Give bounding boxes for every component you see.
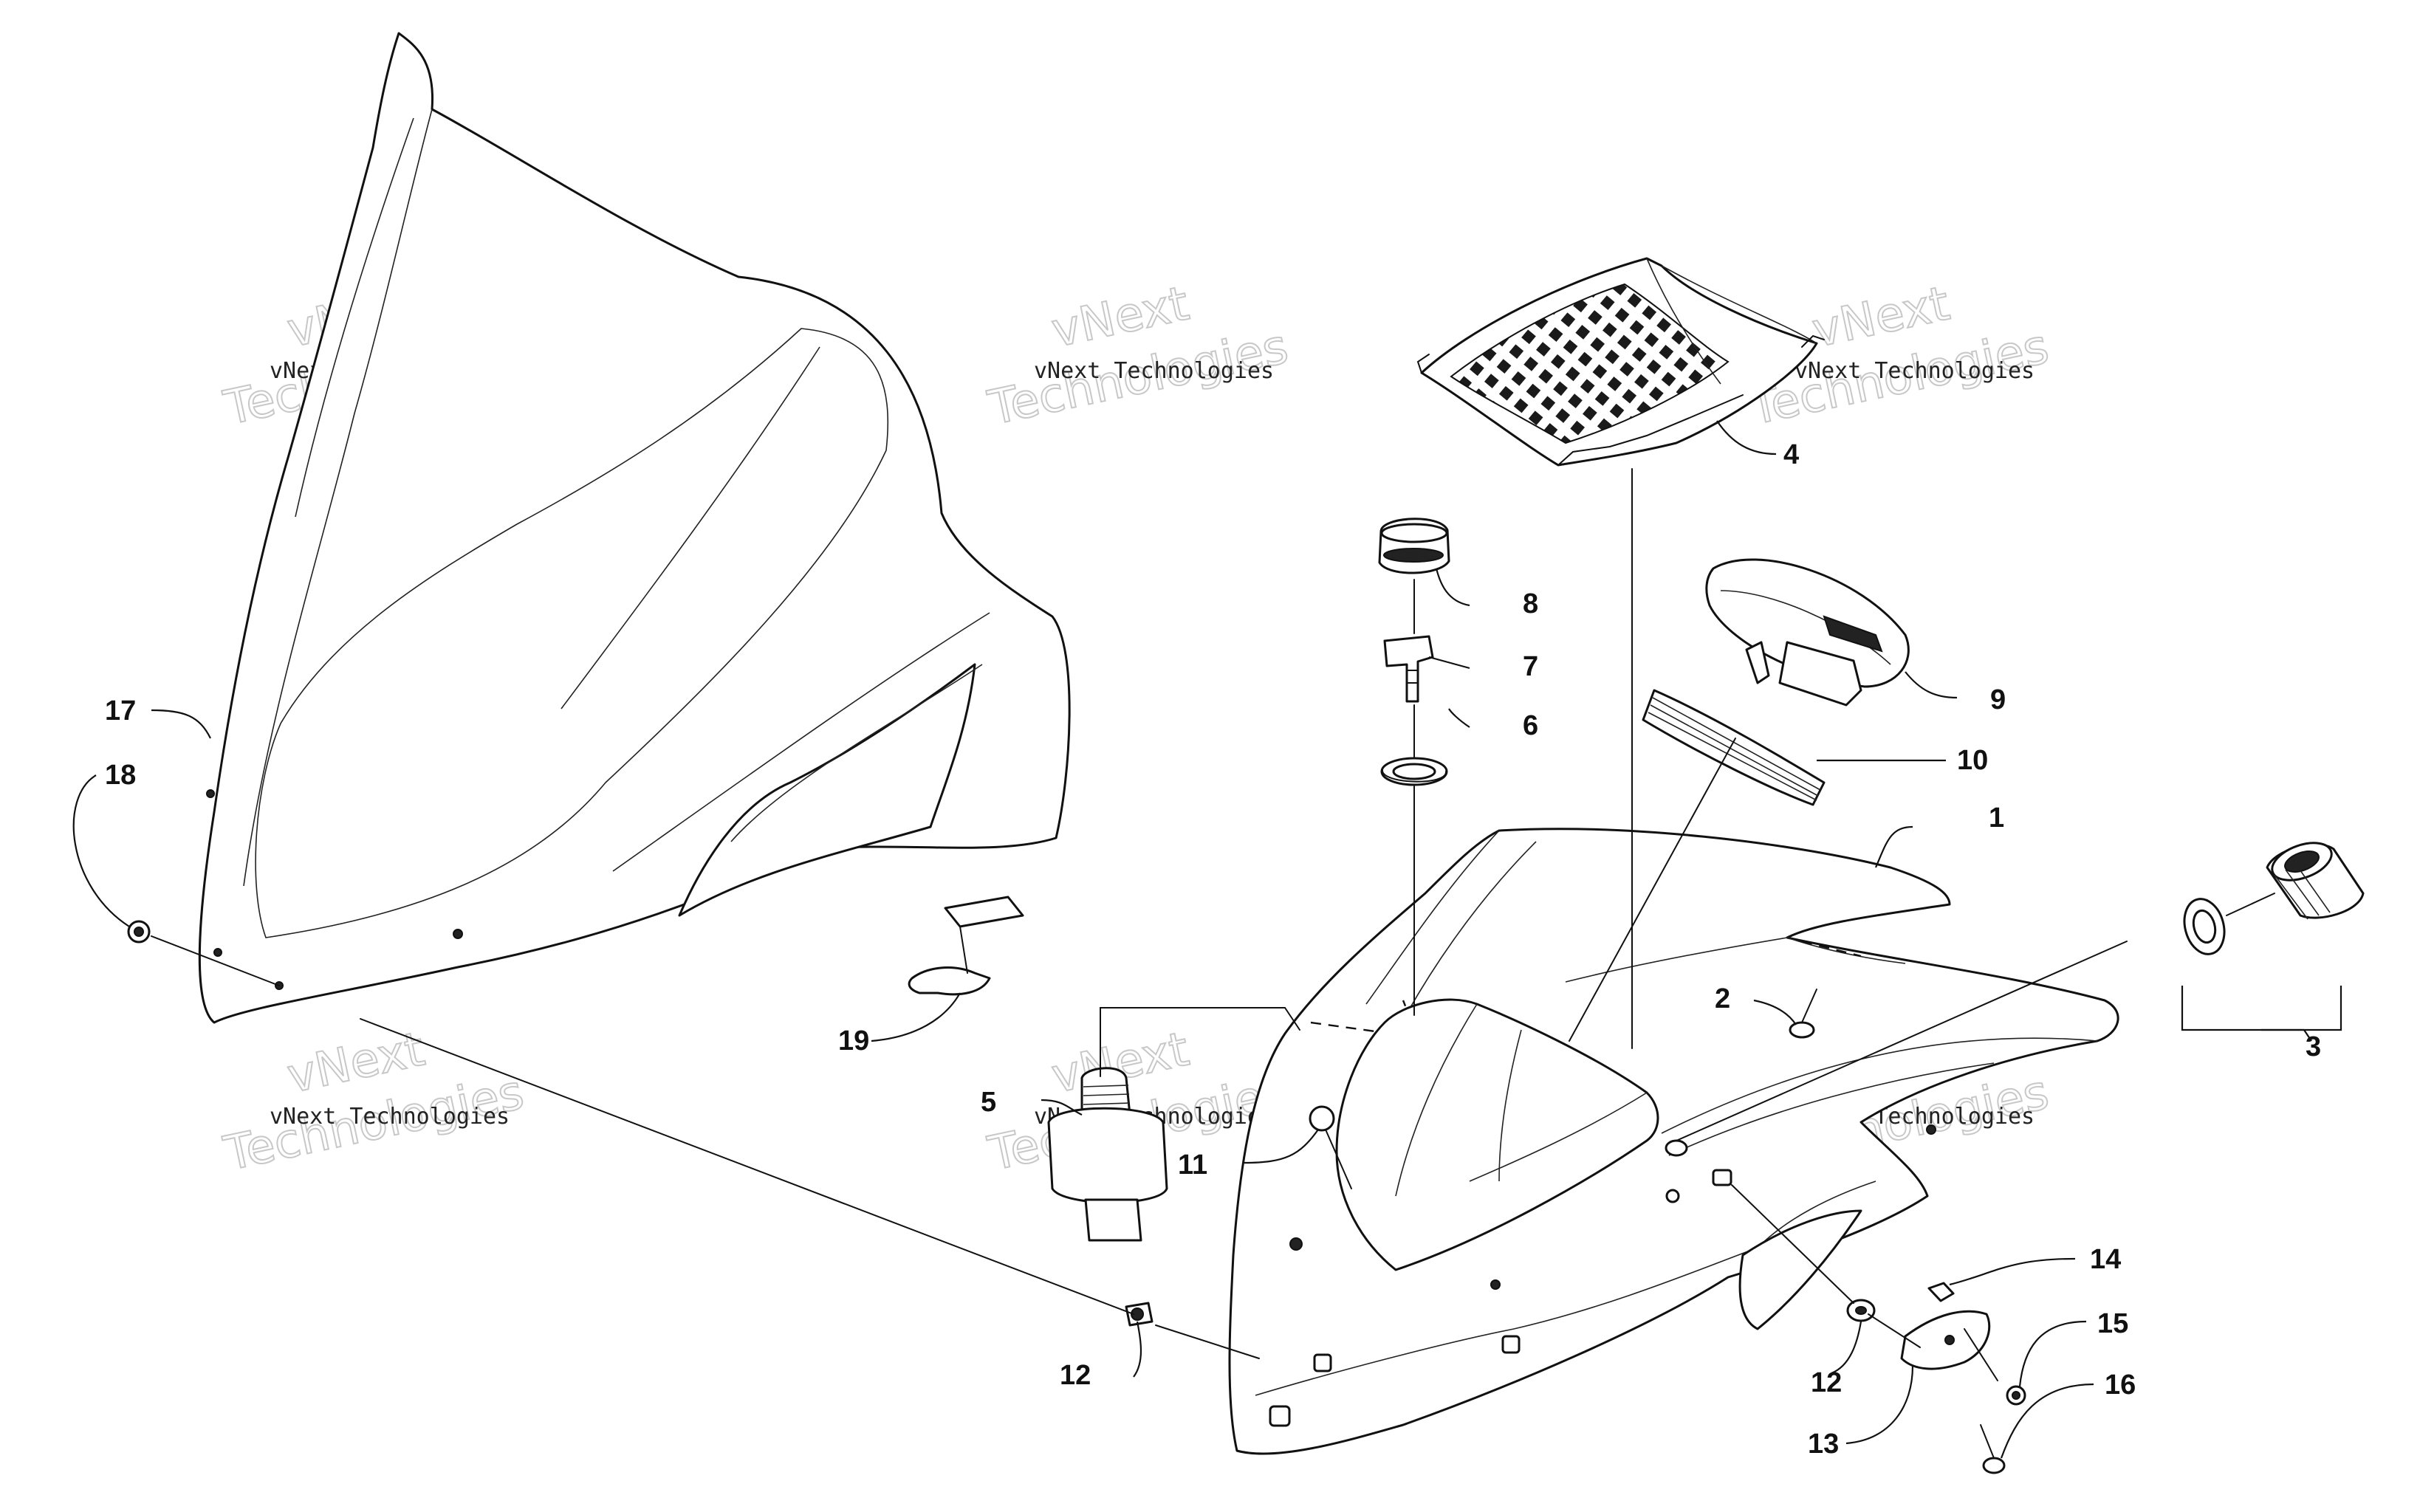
bracket-part-13 bbox=[1900, 1310, 1998, 1381]
key-cap-part-8 bbox=[1378, 518, 1450, 574]
outlet-part-3 bbox=[2266, 842, 2365, 920]
callout-18: 18 bbox=[105, 760, 136, 791]
hood-part-1 bbox=[1228, 828, 2119, 1455]
clip-part-12-left bbox=[1125, 1302, 1154, 1327]
windshield-part-17 bbox=[198, 32, 1071, 1024]
callout-7: 7 bbox=[1523, 651, 1538, 682]
callout-8: 8 bbox=[1523, 588, 1538, 619]
clip-part-12-right bbox=[1846, 1299, 1876, 1322]
screw-part-11 bbox=[1309, 1105, 1352, 1189]
plug-part-19 bbox=[908, 896, 1024, 996]
callout-2: 2 bbox=[1715, 983, 1730, 1014]
screw-part-2 bbox=[1789, 989, 1817, 1039]
nut-part-18 bbox=[127, 920, 151, 944]
grommet-part-6 bbox=[1380, 757, 1448, 786]
watermark-4: vNext Technologies vNext Technologies bbox=[219, 1021, 529, 1182]
svg-text:vNext Technologies: vNext Technologies bbox=[1795, 358, 2035, 384]
callout-10: 10 bbox=[1957, 745, 1988, 776]
callout-6: 6 bbox=[1523, 710, 1538, 741]
callout-13: 13 bbox=[1808, 1429, 1839, 1460]
callout-1: 1 bbox=[1989, 803, 2004, 834]
outlet-ring-part-3 bbox=[2183, 898, 2226, 955]
callout-11: 11 bbox=[1178, 1150, 1207, 1181]
ignition-switch-part-5 bbox=[1047, 1067, 1168, 1242]
watermark-2: vNext Technologies vNext Technologies bbox=[983, 275, 1294, 436]
callout-15: 15 bbox=[2097, 1308, 2128, 1339]
callout-16: 16 bbox=[2105, 1370, 2136, 1401]
svg-text:vNext Technologies: vNext Technologies bbox=[1034, 358, 1274, 384]
callout-19: 19 bbox=[838, 1025, 869, 1056]
callout-9: 9 bbox=[1990, 684, 2006, 715]
callout-5: 5 bbox=[981, 1087, 996, 1118]
washer-part-15 bbox=[2006, 1385, 2026, 1406]
gauge-pod-part-9 bbox=[1705, 558, 1910, 707]
callout-12-left: 12 bbox=[1060, 1360, 1091, 1391]
key-part-7 bbox=[1383, 635, 1434, 703]
storage-net-part-4 bbox=[1416, 257, 1825, 467]
callout-14: 14 bbox=[2090, 1244, 2121, 1275]
gasket-strip-part-10 bbox=[1642, 689, 1826, 806]
nut-part-14 bbox=[1927, 1282, 1955, 1302]
callout-12-right: 12 bbox=[1811, 1367, 1842, 1398]
screw-part-16 bbox=[1980, 1424, 2006, 1474]
callout-17: 17 bbox=[105, 695, 136, 726]
callout-4: 4 bbox=[1783, 439, 1799, 470]
assembly-lines bbox=[151, 468, 2275, 1359]
callout-3: 3 bbox=[2306, 1031, 2321, 1062]
callout-labels: 1 2 3 4 5 6 7 8 9 10 11 12 12 13 14 15 1… bbox=[105, 439, 2321, 1460]
callout-leaders bbox=[72, 420, 2342, 1459]
svg-text:vNext Technologies: vNext Technologies bbox=[270, 1104, 510, 1130]
